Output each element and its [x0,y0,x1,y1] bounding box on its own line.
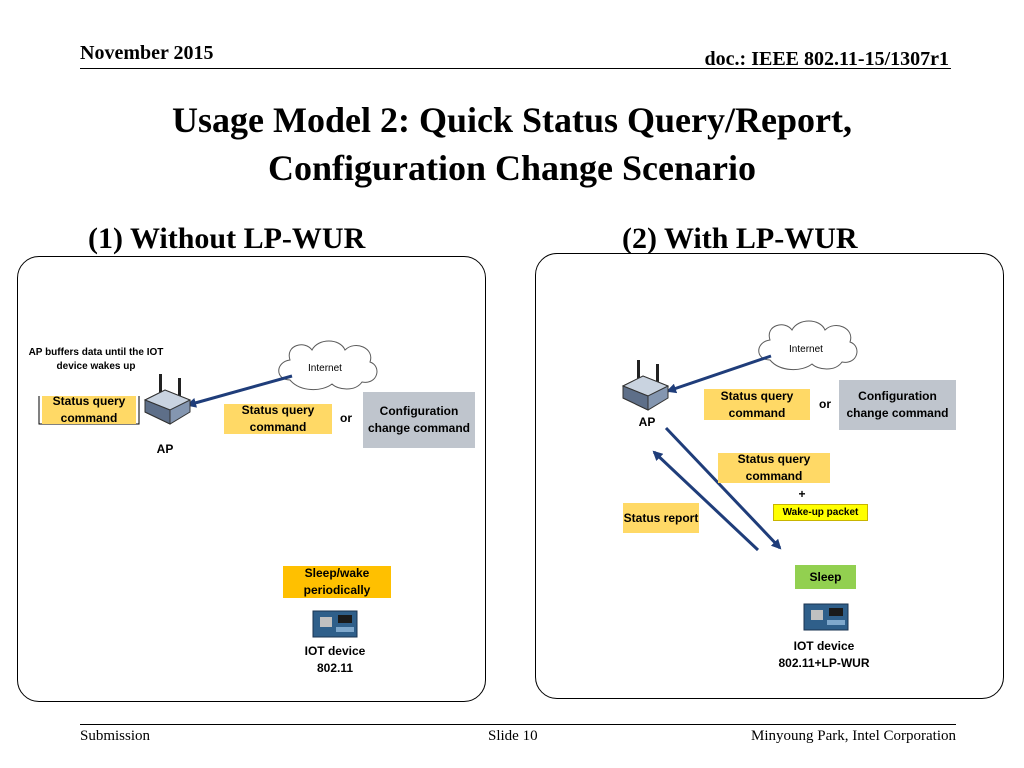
right-iot-device-label: IOT device [793,639,855,653]
right-heading: (2) With LP-WUR [622,222,858,255]
slide-title-line1: Usage Model 2: Quick Status Query/Report… [172,100,852,140]
left-internet-cloud-icon [278,340,378,390]
left-buffered-status-query: Status query command [42,394,136,425]
footer-divider [80,724,956,725]
left-status-query-command: Status query command [224,403,332,434]
left-or-label: or [340,411,352,425]
right-ap-label: AP [638,415,656,429]
left-sleep-wake-periodically: Sleep/wake periodically [283,566,391,598]
left-heading: (1) Without LP-WUR [88,222,366,255]
right-wakeup-packet: Wake-up packet [773,504,868,521]
left-ap-router-icon [143,374,192,425]
right-iot-device-icon [803,603,849,631]
footer-submission: Submission [80,728,151,744]
left-internet-to-ap-arrow [186,374,293,408]
footer-author: Minyoung Park, Intel Corporation [751,728,956,744]
left-buffer-tray [38,396,140,425]
left-internet-label: Internet [308,363,342,374]
right-internet-to-ap-arrow [666,354,772,394]
right-sleep-state: Sleep [795,565,856,589]
right-configuration-change-command: Configuration change command [839,380,956,430]
slide-title: Usage Model 2: Quick Status Query/Report… [0,96,1024,192]
right-plus-label: + [798,487,806,501]
right-iot-standard-label: 802.11+LP-WUR [778,656,870,670]
right-status-query-command: Status query command [704,389,810,420]
header-date: November 2015 [80,42,214,64]
footer-slide-number: Slide 10 [488,728,538,744]
left-ap-label: AP [156,442,174,456]
left-iot-device-label: IOT device [304,644,366,658]
right-internet-cloud-icon [758,320,858,370]
left-configuration-change-command: Configuration change command [363,392,475,448]
left-iot-device-icon [312,610,358,638]
header-doc-id: doc.: IEEE 802.11-15/1307r1 [704,48,949,70]
right-status-report: Status report [623,503,699,533]
right-iot-to-ap-arrow [652,450,760,552]
right-ap-router-icon [621,360,670,411]
right-ap-to-iot-arrow [664,426,782,550]
right-or-label: or [819,397,831,411]
right-status-query-command-2: Status query command [718,452,830,483]
left-panel [17,256,486,702]
left-iot-standard-label: 802.11 [316,661,354,675]
left-ap-buffer-note: AP buffers data until the IOT device wak… [28,347,164,372]
header-divider [80,68,951,69]
slide-title-line2: Configuration Change Scenario [267,148,757,188]
right-internet-label: Internet [789,344,823,355]
